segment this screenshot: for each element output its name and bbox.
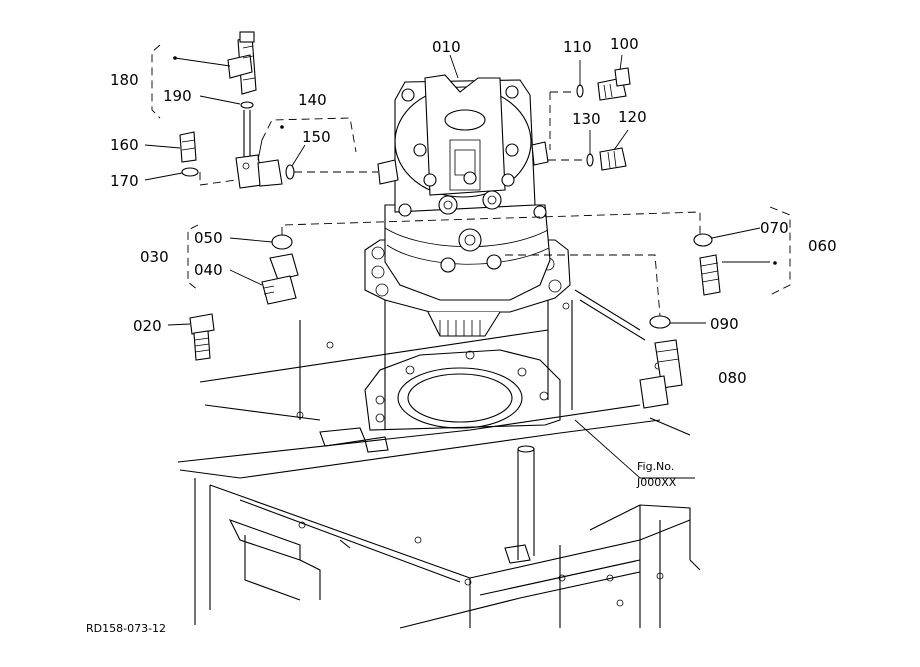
label-040: 040 — [194, 261, 223, 279]
fitting-group-030 — [261, 234, 299, 305]
swing-motor-010 — [364, 74, 571, 337]
drawing-code: RD158-073-12 — [86, 622, 166, 635]
label-050: 050 — [194, 229, 223, 247]
label-150: 150 — [302, 128, 331, 146]
bolt-020 — [189, 313, 215, 361]
label-030: 030 — [140, 248, 169, 266]
part-labels: 010 020 030 040 050 060 070 080 090 100 … — [86, 35, 837, 635]
fitting-group-080 — [639, 315, 683, 409]
fitting-group-180 — [179, 31, 295, 189]
label-080: 080 — [718, 369, 747, 387]
leader-lines — [144, 44, 791, 479]
label-100: 100 — [610, 35, 639, 53]
label-120: 120 — [618, 108, 647, 126]
label-110: 110 — [563, 38, 592, 56]
label-060: 060 — [808, 237, 837, 255]
machine-frame — [177, 289, 701, 629]
fig-ref-line2: J000XX — [636, 476, 677, 489]
label-070: 070 — [760, 219, 789, 237]
label-160: 160 — [110, 136, 139, 154]
label-140: 140 — [298, 91, 327, 109]
label-020: 020 — [133, 317, 162, 335]
label-180: 180 — [110, 71, 139, 89]
label-170: 170 — [110, 172, 139, 190]
fig-ref-line1: Fig.No. — [637, 460, 674, 473]
label-090: 090 — [710, 315, 739, 333]
label-010: 010 — [432, 38, 461, 56]
label-190: 190 — [163, 87, 192, 105]
fitting-group-right — [576, 67, 631, 171]
fitting-group-060 — [693, 233, 721, 296]
label-130: 130 — [572, 110, 601, 128]
